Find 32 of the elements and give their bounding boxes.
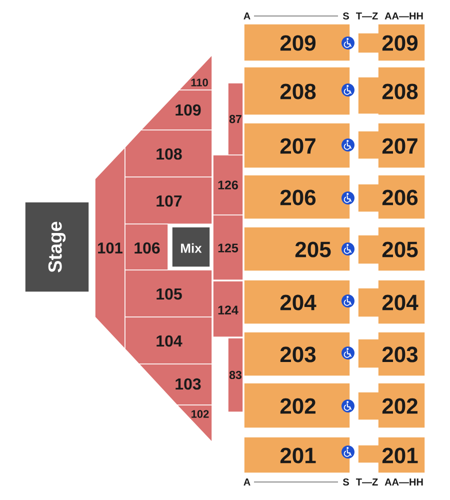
seating-section: 203	[358, 332, 426, 376]
seating-section: 207	[244, 122, 350, 168]
seating-section: 205	[358, 226, 426, 272]
stage-block: Stage	[24, 202, 90, 292]
mix-booth: Mix	[172, 226, 210, 268]
seating-section: 204	[358, 280, 426, 324]
seating-section: 87	[228, 82, 244, 156]
seating-section: 206	[358, 174, 426, 220]
seating-section: 209	[244, 24, 350, 62]
seating-section: 203	[244, 332, 350, 376]
seating-section: 108	[124, 130, 212, 178]
row-range-label: T—Z	[356, 478, 378, 486]
seating-section: 201	[244, 436, 350, 474]
seating-section: 205	[244, 226, 350, 272]
seating-section: 207	[358, 122, 426, 168]
row-range-label: S	[342, 12, 349, 20]
seating-section: 124	[212, 280, 244, 338]
seating-section: 208	[244, 66, 350, 116]
seating-section: 202	[358, 382, 426, 428]
row-range-label: S	[342, 478, 349, 486]
seating-section: 206	[244, 174, 350, 220]
seating-section: 126	[212, 154, 244, 216]
seating-section: 83	[228, 338, 244, 412]
row-range-label: T—Z	[356, 12, 378, 20]
seating-section: 208	[358, 66, 426, 116]
seating-section: 202	[244, 382, 350, 428]
seating-section: 209	[358, 24, 426, 62]
seating-section: 125	[212, 214, 244, 280]
seating-section: 201	[358, 436, 426, 474]
seating-section: 104	[124, 316, 212, 364]
seating-section: 204	[244, 280, 350, 324]
seating-section: 106	[124, 224, 168, 270]
